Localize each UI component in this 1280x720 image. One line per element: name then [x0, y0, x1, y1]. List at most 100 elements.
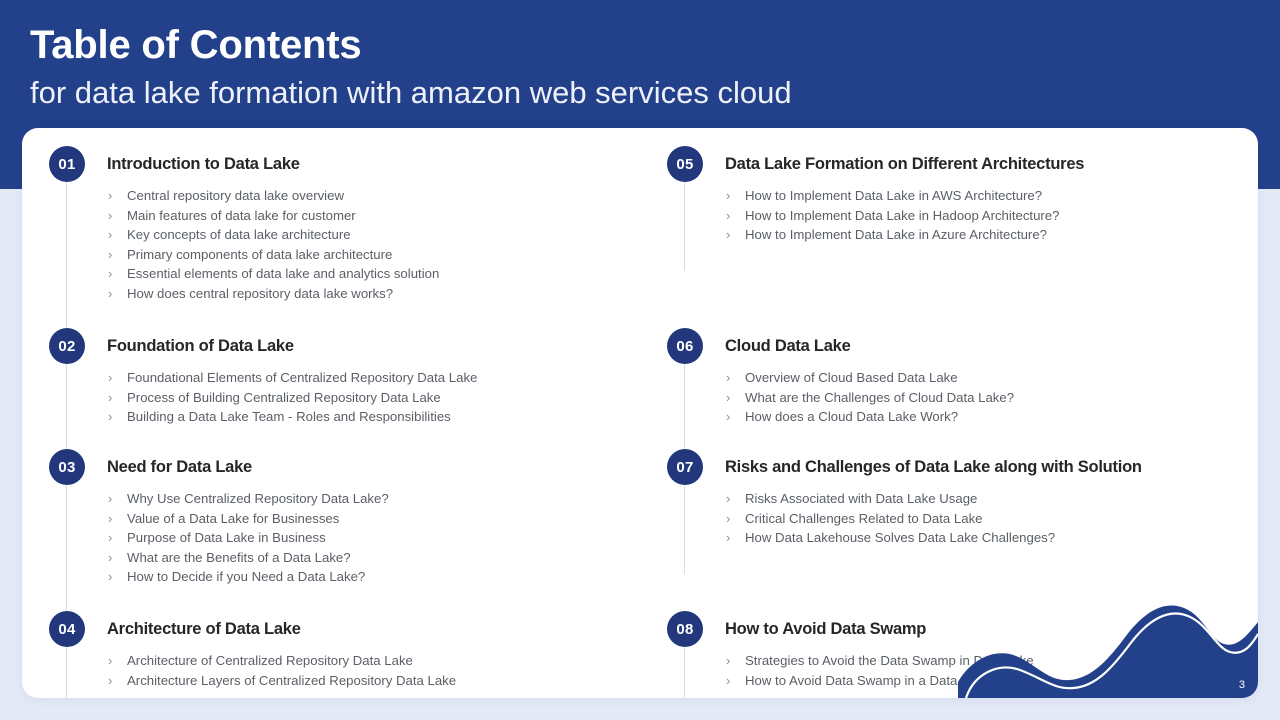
- toc-list-item[interactable]: ›What are the Benefits of a Data Lake?: [108, 548, 640, 568]
- toc-section-02[interactable]: 02 Foundation of Data Lake ›Foundational E…: [22, 328, 640, 453]
- chevron-right-icon: ›: [726, 653, 731, 668]
- toc-list-item[interactable]: ›Process of Building Centralized Reposit…: [108, 388, 640, 408]
- section-item-list: › Overview of Cloud Based Data Lake › What …: [640, 368, 1258, 427]
- toc-list-item[interactable]: ›How does central repository data lake w…: [108, 284, 640, 304]
- toc-list-item[interactable]: ›How to Implement Data Lake in Azure Arc…: [726, 225, 1258, 245]
- section-connector-line: [66, 182, 67, 329]
- toc-item-label: Value of a Data Lake for Businesses: [127, 510, 340, 526]
- section-item-list: › Why Use Centralized Repository Data Lak…: [22, 489, 640, 587]
- chevron-right-icon: ›: [108, 409, 113, 424]
- section-header[interactable]: 02 Foundation of Data Lake: [22, 328, 640, 364]
- toc-section-05[interactable]: 05 Data Lake Formation on Different Archi…: [640, 146, 1258, 271]
- chevron-right-icon: ›: [108, 227, 113, 242]
- toc-item-label: What are the Challenges of Cloud Data La…: [745, 389, 1015, 405]
- chevron-right-icon: ›: [108, 530, 113, 545]
- toc-item-label: Overview of Cloud Based Data Lake: [745, 370, 958, 385]
- toc-list-item[interactable]: › Central repository data lake overview: [108, 186, 640, 206]
- chevron-right-icon: ›: [726, 370, 731, 385]
- toc-item-label: How does central repository data lake wo…: [127, 285, 394, 301]
- toc-list-item[interactable]: ›Main features of data lake for customer: [108, 206, 640, 226]
- section-item-list: › Risks Associated with Data Lake Usage ›C…: [640, 489, 1258, 548]
- section-number-badge: 07: [667, 449, 703, 485]
- section-number-badge: 02: [49, 328, 85, 364]
- section-title: Foundation of Data Lake: [107, 337, 294, 355]
- toc-item-label: Process of Building Centralized Reposito…: [127, 389, 441, 405]
- toc-list-item[interactable]: ›How does a Cloud Data Lake Work?: [726, 407, 1258, 427]
- toc-list-item[interactable]: ›Critical Challenges Related to Data Lak…: [726, 509, 1258, 529]
- toc-list-item[interactable]: › Value of a Data Lake for Businesses: [108, 509, 640, 529]
- toc-section-07[interactable]: 07 Risks and Challenges of Data Lake alon…: [640, 449, 1258, 574]
- section-item-list: ›Central repository data lake overview›M…: [22, 186, 640, 303]
- section-connector-line: [66, 485, 67, 613]
- toc-item-label: Central repository data lake overview: [127, 188, 344, 203]
- section-title: Data Lake Formation on Different Archite…: [725, 155, 1085, 173]
- toc-item-label: How to Avoid Data Swamp in a Data Lake?: [745, 672, 997, 688]
- toc-list-item[interactable]: ›How to Implement Data Lake in AWS Archi…: [726, 186, 1258, 206]
- toc-list-item[interactable]: ›Foundational Elements of Centralized Re…: [108, 368, 640, 388]
- toc-list-item[interactable]: › Risks Associated with Data Lake Usage: [726, 489, 1258, 509]
- chevron-right-icon: ›: [726, 227, 731, 242]
- toc-item-label: Main features of data lake for customer: [127, 207, 356, 223]
- section-connector-line: [66, 364, 67, 453]
- section-connector-line: [684, 182, 685, 271]
- section-title: Architecture of Data Lake: [107, 620, 301, 638]
- section-number-badge: 08: [667, 611, 703, 647]
- section-title: Introduction to Data Lake: [107, 155, 300, 173]
- toc-item-label: Essential elements of data lake and anal…: [127, 266, 440, 281]
- chevron-right-icon: ›: [726, 389, 731, 405]
- chevron-right-icon: ›: [108, 549, 113, 565]
- toc-column-2: 05 Data Lake Formation on Different Archi…: [640, 128, 1258, 698]
- section-title: Cloud Data Lake: [725, 337, 851, 355]
- toc-list-item[interactable]: ›Why Use Centralized Repository Data Lak…: [108, 489, 640, 509]
- section-connector-line: [684, 485, 685, 574]
- toc-list-item[interactable]: › Overview of Cloud Based Data Lake: [726, 368, 1258, 388]
- section-number-badge: 03: [49, 449, 85, 485]
- section-title: Risks and Challenges of Data Lake along …: [725, 458, 1142, 476]
- page-title: Table of Contents: [30, 23, 362, 67]
- section-header[interactable]: 07 Risks and Challenges of Data Lake alon…: [640, 449, 1258, 485]
- toc-list-item[interactable]: › Strategies to Avoid the Data Swamp in D…: [726, 651, 1258, 671]
- toc-list-item[interactable]: ›Key concepts of data lake architecture: [108, 225, 640, 245]
- section-item-list: ›Foundational Elements of Centralized Re…: [22, 368, 640, 427]
- toc-list-item[interactable]: ›Architecture of Centralized Repository …: [108, 651, 640, 671]
- chevron-right-icon: ›: [726, 409, 731, 424]
- toc-item-label: Why Use Centralized Repository Data Lake…: [127, 491, 389, 506]
- toc-item-label: Building a Data Lake Team - Roles and Re…: [127, 409, 451, 424]
- chevron-right-icon: ›: [726, 530, 731, 545]
- toc-list-item[interactable]: ›How Data Lakehouse Solves Data Lake Cha…: [726, 528, 1258, 548]
- toc-list-item[interactable]: › What are the Challenges of Cloud Data L…: [726, 388, 1258, 408]
- toc-item-label: How to Decide if you Need a Data Lake?: [127, 569, 366, 584]
- toc-list-item[interactable]: ›Architecture Layers of Centralized Repo…: [108, 671, 640, 691]
- toc-item-label: Primary components of data lake architec…: [127, 246, 393, 262]
- section-item-list: ›Architecture of Centralized Repository …: [22, 651, 640, 690]
- toc-list-item[interactable]: ›How to Implement Data Lake in Hadoop Ar…: [726, 206, 1258, 226]
- toc-list-item[interactable]: › Building a Data Lake Team - Roles and R…: [108, 407, 640, 427]
- toc-list-item[interactable]: ›Primary components of data lake archite…: [108, 245, 640, 265]
- toc-list-item[interactable]: ›Purpose of Data Lake in Business: [108, 528, 640, 548]
- chevron-right-icon: ›: [108, 510, 113, 526]
- section-header[interactable]: 05 Data Lake Formation on Different Archi…: [640, 146, 1258, 182]
- chevron-right-icon: ›: [108, 188, 113, 203]
- toc-list-item[interactable]: ›How to Decide if you Need a Data Lake?: [108, 567, 640, 587]
- toc-item-label: Risks Associated with Data Lake Usage: [745, 491, 978, 506]
- toc-item-label: Architecture of Centralized Repository D…: [127, 653, 413, 668]
- toc-list-item[interactable]: ›Essential elements of data lake and ana…: [108, 264, 640, 284]
- toc-item-label: Strategies to Avoid the Data Swamp in Da…: [745, 653, 1034, 668]
- chevron-right-icon: ›: [726, 491, 731, 506]
- section-number-badge: 05: [667, 146, 703, 182]
- toc-item-label: How to Implement Data Lake in AWS Archit…: [745, 188, 1043, 203]
- toc-list-item[interactable]: ›How to Avoid Data Swamp in a Data Lake?: [726, 671, 1258, 691]
- title-block: Table of Contents for data lake formatio…: [30, 22, 792, 113]
